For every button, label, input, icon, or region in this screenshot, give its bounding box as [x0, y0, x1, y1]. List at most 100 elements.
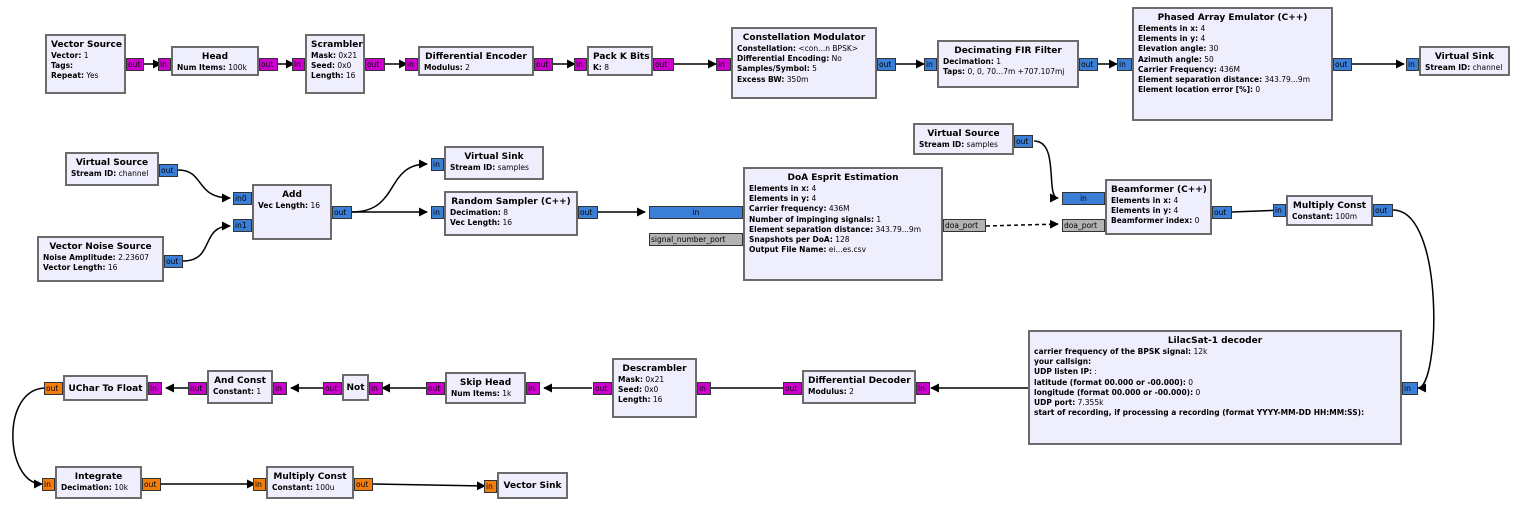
port-random-sampler-out[interactable]: out [578, 206, 598, 219]
port-constellation-mod-in[interactable]: in [716, 58, 731, 71]
param-value: 5 [812, 64, 817, 74]
block-param: longitude (format 00.000 or -00.000): 0 [1034, 388, 1396, 398]
port-and-const-out[interactable]: out [188, 382, 207, 395]
block-param: Constant: 100m [1292, 212, 1367, 222]
port-diff-encoder-in[interactable]: in [405, 58, 418, 71]
port-decim-fir-out[interactable]: out [1079, 58, 1098, 71]
block-uchar-to-float[interactable]: UChar To Float [63, 375, 148, 401]
port-add-out[interactable]: out [332, 206, 352, 219]
block-phased-array[interactable]: Phased Array Emulator (C++)Elements in x… [1132, 7, 1333, 121]
port-vector-noise-source-out[interactable]: out [164, 255, 183, 268]
block-vector-sink[interactable]: Vector Sink [497, 472, 568, 499]
port-doa-esprit-out[interactable]: doa_port [943, 219, 986, 232]
port-skip-head-in[interactable]: in [526, 382, 540, 395]
port-not-in[interactable]: in [369, 382, 383, 395]
port-integrate-in[interactable]: in [42, 478, 55, 491]
port-phased-array-in[interactable]: in [1117, 58, 1132, 71]
port-virtual-source-channel-out[interactable]: out [159, 164, 178, 177]
block-param: Mask: 0x21 [618, 375, 691, 385]
port-skip-head-out[interactable]: out [426, 382, 445, 395]
port-uchar-to-float-in[interactable]: in [148, 382, 162, 395]
port-integrate-out[interactable]: out [142, 478, 161, 491]
port-scrambler-out[interactable]: out [365, 58, 385, 71]
port-add-in0[interactable]: in0 [233, 192, 252, 205]
wire-uchartofloat-integrate[interactable] [12, 387, 47, 489]
port-virtual-sink-samples-in[interactable]: in [431, 158, 444, 171]
port-multiply-const-1-in[interactable]: in [1273, 204, 1286, 217]
port-phased-array-out[interactable]: out [1333, 58, 1352, 71]
param-name: Stream ID: [919, 140, 965, 149]
port-beamformer-in[interactable]: in [1062, 192, 1105, 205]
param-value: 4 [811, 184, 817, 193]
param-value: 0x0 [337, 61, 352, 71]
port-pack-k-bits-out[interactable]: out [653, 58, 674, 71]
block-param: Stream ID: channel [1425, 63, 1504, 73]
port-random-sampler-in[interactable]: in [431, 206, 444, 219]
port-doa-esprit-in2[interactable]: signal_number_port [649, 233, 743, 246]
port-decim-fir-in[interactable]: in [924, 58, 937, 71]
wire-add-vsink-samples[interactable] [351, 159, 428, 213]
port-head-in[interactable]: in [158, 58, 171, 71]
port-uchar-to-float-out[interactable]: out [44, 382, 63, 395]
port-not-out[interactable]: out [323, 382, 342, 395]
param-name: Noise Amplitude: [43, 253, 116, 262]
block-not[interactable]: Not [342, 374, 369, 401]
port-diff-decoder-in[interactable]: in [916, 382, 930, 395]
param-name: Length: [311, 71, 344, 81]
port-multiply-const-1-out[interactable]: out [1373, 204, 1393, 217]
wire-vsource-samples-beamformer[interactable] [1033, 140, 1059, 203]
port-descrambler-in[interactable]: in [697, 382, 711, 395]
port-scrambler-in[interactable]: in [292, 58, 305, 71]
port-virtual-sink-channel-in[interactable]: in [1406, 58, 1419, 71]
wire-noise-add-in1[interactable] [182, 221, 231, 262]
port-multiply-const-2-in[interactable]: in [253, 478, 266, 491]
port-vector-sink-in[interactable]: in [484, 480, 497, 493]
port-and-const-in[interactable]: in [273, 382, 287, 395]
wire-doa-beamformer-msg[interactable] [985, 219, 1059, 229]
port-constellation-mod-out[interactable]: out [877, 58, 896, 71]
block-title: Scrambler [311, 40, 363, 50]
wire-multiplyconst2-vectorsink[interactable] [372, 481, 486, 491]
port-diff-decoder-out[interactable]: out [783, 382, 802, 395]
port-beamformer-out[interactable]: out [1212, 206, 1232, 219]
port-virtual-source-samples-out[interactable]: out [1014, 135, 1033, 148]
port-beamformer-in2[interactable]: doa_port [1062, 219, 1105, 232]
wire-vsource-add-in0[interactable] [177, 169, 231, 203]
param-name: Seed: [311, 61, 335, 71]
port-pack-k-bits-in[interactable]: in [574, 58, 587, 71]
port-vector-source-out[interactable]: out [126, 58, 144, 71]
port-lilacsat-decoder-in[interactable]: in [1402, 382, 1418, 395]
port-diff-encoder-out[interactable]: out [534, 58, 553, 71]
port-multiply-const-2-out[interactable]: out [354, 478, 373, 491]
port-doa-esprit-in[interactable]: in [649, 206, 743, 219]
port-descrambler-out[interactable]: out [593, 382, 612, 395]
port-add-in1[interactable]: in1 [233, 219, 252, 232]
wire-multiplyconst-lilacsat[interactable] [1392, 209, 1435, 393]
port-head-out[interactable]: out [259, 58, 278, 71]
block-param: Vector: 1 [51, 51, 120, 61]
